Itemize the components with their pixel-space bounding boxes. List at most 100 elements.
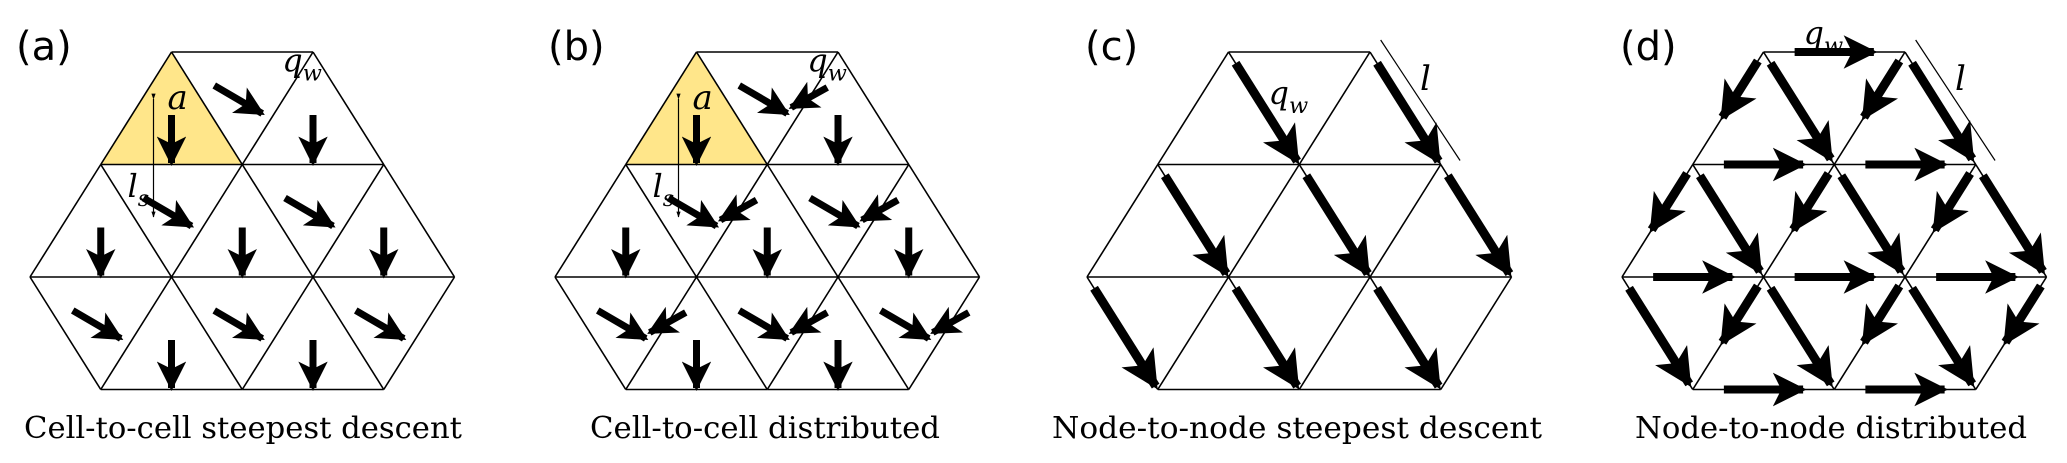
mesh-edge: [1157, 276, 1230, 390]
mesh-edge: [241, 276, 314, 390]
mesh-edge: [100, 164, 173, 278]
mesh-edge: [29, 276, 102, 390]
flow-arrow-down-left: [1789, 171, 1833, 233]
mesh-edge: [625, 51, 698, 165]
mesh-edge: [383, 276, 456, 390]
flow-arrow-down-left: [717, 194, 759, 224]
edge-length-label: l: [1420, 59, 1431, 99]
mesh-edge: [170, 51, 243, 165]
flow-arrow-down-right: [1979, 173, 2047, 275]
flow-arrow-down-right: [70, 307, 124, 342]
flow-arrows: a ls qw: [70, 42, 407, 391]
area-label: a: [168, 78, 188, 118]
mesh-edge: [554, 276, 627, 390]
highlighted-cell: [100, 52, 243, 165]
panel-caption: Node-to-node steepest descent: [1052, 411, 1542, 446]
mesh-edge: [554, 164, 627, 278]
flow-arrow-down-left: [788, 81, 829, 111]
flow-arrow-down-right: [1373, 60, 1443, 165]
flow-arrow-down-left: [1860, 58, 1904, 121]
flow-arrow-down-right: [1444, 173, 1514, 277]
edge-length-label: l: [1955, 59, 1966, 99]
flow-arrow-down-right: [595, 307, 649, 342]
flow-arrow-down-right: [1625, 285, 1694, 388]
flow-arrow-down-right: [212, 82, 265, 117]
mesh-edge: [837, 276, 910, 390]
flow-arrows: a ls qw: [595, 42, 971, 391]
triangular-mesh: [1621, 51, 2048, 391]
flow-arrow-down-left: [1718, 283, 1762, 346]
mesh-edge: [1086, 164, 1159, 278]
area-label: a: [693, 78, 713, 118]
flow-label: qw: [1269, 74, 1309, 119]
flow-arrow-down-right: [1231, 285, 1301, 390]
mesh-edge: [1440, 276, 1513, 390]
panel-letter: (c): [1085, 24, 1138, 70]
edge-length-indicator: [1380, 39, 1461, 161]
flow-arrow-down-right: [1302, 173, 1372, 277]
flow-arrow-down-right: [1766, 285, 1835, 388]
flow-arrow-down-left: [1718, 58, 1762, 121]
flow-label: qw: [807, 42, 847, 87]
mesh-edge: [1157, 51, 1230, 165]
flow-arrow-down-right: [1908, 285, 1977, 388]
flow-length-label: ls: [128, 167, 150, 212]
flow-label: qw: [282, 42, 322, 87]
flow-arrow-down-right: [141, 194, 195, 230]
flow-arrow-down-left: [859, 194, 900, 224]
mesh-edge: [241, 164, 314, 278]
mesh-edge: [312, 164, 385, 278]
flow-arrow-down-right: [1090, 285, 1160, 390]
flow-arrow-down-left: [1930, 171, 1974, 233]
mesh-edge: [837, 51, 910, 165]
flow-arrow-down-left: [647, 306, 688, 336]
flow-arrow-down-right: [1837, 173, 1906, 275]
mesh-edge: [170, 164, 243, 278]
flow-arrow-down-right: [878, 307, 932, 342]
flow-arrow-down-right: [737, 307, 790, 342]
flow-arrow-down-right: [737, 82, 790, 117]
mesh-edge: [241, 51, 314, 165]
flow-arrow-down-left: [788, 306, 829, 336]
panel-caption: Node-to-node distributed: [1635, 411, 2027, 446]
mesh-edge: [908, 164, 981, 278]
flow-label: qw: [1804, 14, 1844, 59]
mesh-edge: [766, 164, 839, 278]
mesh-edge: [312, 276, 385, 390]
flow-arrow-down-right: [1696, 173, 1764, 275]
flow-arrow-down-right: [1766, 60, 1835, 163]
flow-arrow-down-right: [1373, 285, 1443, 390]
flow-length-label: ls: [653, 167, 675, 212]
flow-arrow-down-right: [1161, 173, 1231, 277]
flow-arrows: l qw: [1090, 39, 1514, 390]
panel-letter: (d): [1620, 24, 1677, 70]
flow-arrows: l qw: [1625, 14, 2047, 407]
mesh-edge: [29, 164, 102, 278]
triangular-mesh: [29, 51, 456, 391]
panel-letter: (b): [548, 24, 605, 70]
panel-letter: (a): [16, 24, 72, 70]
mesh-edge: [1227, 164, 1300, 278]
flow-arrow-down-left: [930, 306, 971, 336]
flow-arrow-down-right: [1231, 60, 1301, 165]
panel-caption: Cell-to-cell steepest descent: [24, 411, 462, 446]
highlighted-cell: [625, 52, 768, 165]
flow-arrow-down-right: [212, 307, 265, 342]
mesh-edge: [1298, 276, 1371, 390]
mesh-edge: [1298, 51, 1371, 165]
panel-caption: Cell-to-cell distributed: [590, 411, 940, 446]
mesh-edge: [100, 51, 173, 165]
mesh-edge: [625, 164, 698, 278]
mesh-edge: [695, 51, 768, 165]
flow-arrow-down-right: [353, 307, 407, 342]
flow-arrow-down-right: [1908, 60, 1977, 163]
edge-length-indicator: [1915, 39, 1996, 161]
flow-arrow-down-left: [1860, 283, 1904, 346]
mesh-edge: [170, 276, 243, 390]
mesh-edge: [695, 276, 768, 390]
flow-arrow-down-left: [2001, 283, 2045, 346]
